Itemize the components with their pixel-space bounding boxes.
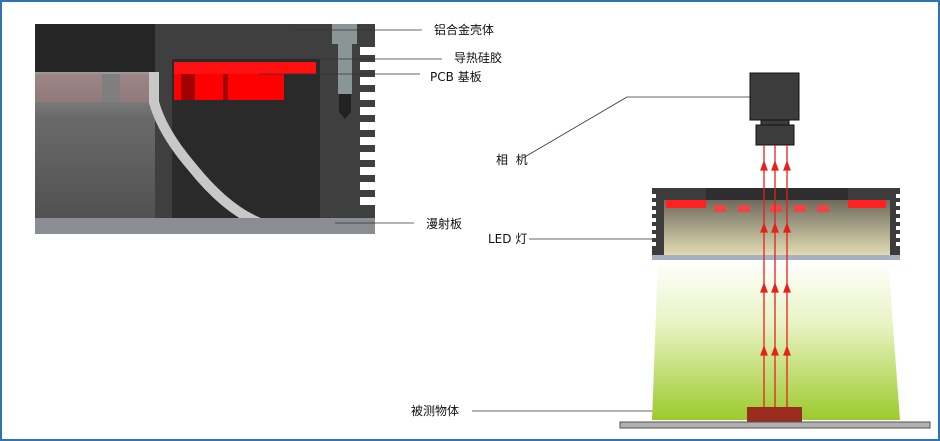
led-ring-light [652,188,900,260]
test-object [747,407,802,423]
label-diffuser: 漫射板 [426,216,462,231]
label-pcb: PCB 基板 [430,70,482,84]
light-rays [760,145,791,407]
label-camera: 相 机 [496,153,528,167]
camera [749,72,800,146]
label-led: LED 灯 [488,232,527,246]
pcb-board [174,62,316,74]
label-thermal-pad: 导热硅胶 [454,50,502,65]
label-housing: 铝合金壳体 [434,22,494,37]
diffuser-plate [149,72,274,232]
base-plate [619,421,931,429]
housing-cross-section [35,24,376,234]
label-object: 被测物体 [411,404,459,418]
light-cone [652,259,900,420]
